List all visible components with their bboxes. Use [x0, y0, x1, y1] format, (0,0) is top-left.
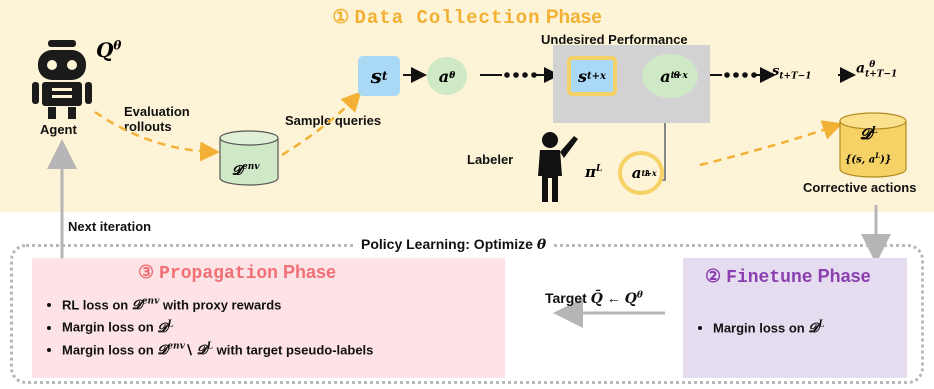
- next-iteration-label: Next iteration: [68, 219, 152, 234]
- corrective-actions-label: Corrective actions: [803, 180, 917, 195]
- labeler-policy: πL: [585, 163, 603, 181]
- labeler-icon: [538, 132, 578, 202]
- data-collection-panel: [0, 0, 934, 212]
- d-l-label: 𝓓L: [860, 125, 878, 143]
- data-collection-title: ① Data Collection Phase: [0, 6, 934, 29]
- propagation-suffix: Phase: [283, 262, 337, 282]
- action-a-t-plus-T-minus-1: at+T−1θ: [856, 60, 898, 80]
- d-l-database-icon: [839, 112, 907, 178]
- propagation-bullet-3: Margin loss on 𝓓env∖ 𝓓L with target pseu…: [62, 342, 373, 358]
- agent-q-label: Qθ: [96, 38, 122, 62]
- labeler-label: Labeler: [467, 152, 514, 167]
- finetune-number: ②: [705, 266, 722, 286]
- target-label: Target Q̄ ← Qθ: [545, 290, 643, 307]
- finetune-panel: [683, 258, 907, 378]
- agent-label: Agent: [40, 122, 77, 137]
- d-env-database-icon: [219, 130, 279, 186]
- finetune-title: ② Finetune Phase: [705, 266, 871, 288]
- sample-queries-label: Sample queries: [285, 113, 382, 128]
- propagation-bullet-1: RL loss on 𝓓env with proxy rewards: [62, 297, 373, 313]
- evaluation-rollouts-label: Evaluation rollouts: [124, 104, 190, 134]
- propagation-number: ③: [138, 262, 155, 282]
- propagation-title: ③ Propagation Phase: [138, 262, 336, 284]
- propagation-panel: [32, 258, 505, 378]
- finetune-suffix: Phase: [817, 266, 871, 286]
- policy-learning-label: Policy Learning: Optimize θ: [355, 236, 553, 253]
- propagation-word: Propagation: [159, 264, 278, 284]
- phase-suffix: Phase: [545, 7, 602, 28]
- d-env-label: 𝓓env: [232, 162, 260, 179]
- propagation-bullet-2: Margin loss on 𝓓L: [62, 319, 373, 335]
- finetune-bullets: Margin loss on 𝓓L: [693, 320, 825, 342]
- phase-number: ①: [332, 7, 355, 28]
- state-s-t-plus-T-minus-1: st+T−1: [772, 64, 812, 82]
- propagation-bullets: RL loss on 𝓓env with proxy rewards Margi…: [42, 297, 373, 364]
- phase-word: Data Collection: [354, 7, 541, 29]
- finetune-word: Finetune: [726, 268, 813, 288]
- d-l-content: {(s, aL)}: [845, 151, 892, 166]
- undesired-performance-label: Undesired Performance: [541, 32, 688, 47]
- robot-icon: [32, 40, 92, 119]
- finetune-bullet-1: Margin loss on 𝓓L: [713, 320, 825, 336]
